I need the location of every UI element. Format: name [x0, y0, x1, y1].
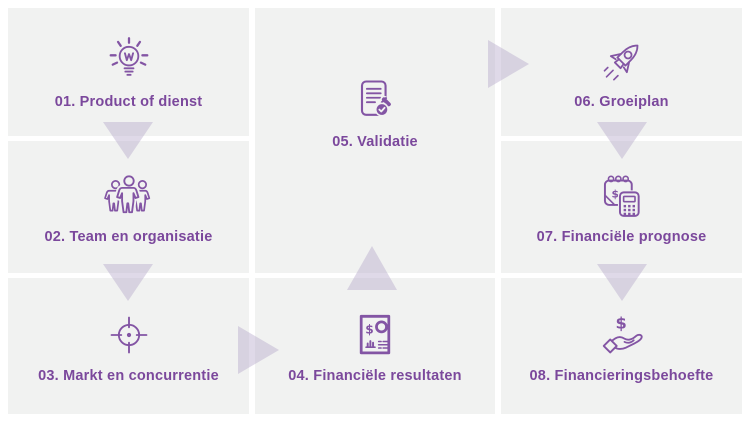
- step-cell-02-team-en-organisatie: 02. Team en organisatie: [8, 141, 249, 273]
- arrow-right-03-04-icon: [238, 326, 279, 374]
- step-cell-06-groeiplan: 06. Groeiplan: [501, 8, 742, 136]
- step-label-03: 03. Markt en concurrentie: [38, 367, 219, 384]
- hand-money-icon: $: [602, 313, 643, 353]
- rocket-icon: [603, 44, 638, 80]
- validation-document-icon: [360, 80, 393, 117]
- step-cell-07-financiele-prognose: $ 07. Financiële prognose: [501, 141, 742, 273]
- step-label-01: 01. Product of dienst: [54, 93, 203, 110]
- arrow-down-07-08-icon: [597, 264, 647, 301]
- step-label-08: 08. Financieringsbehoefte: [529, 367, 714, 384]
- step-label-07: 07. Financiële prognose: [536, 228, 707, 245]
- team-icon: [103, 172, 150, 215]
- calendar-calculator-icon: $: [603, 175, 641, 218]
- arrow-up-04-05-icon: [347, 246, 397, 290]
- target-icon: [110, 316, 147, 353]
- arrow-down-06-07-icon: [597, 122, 647, 159]
- lightbulb-icon: [109, 36, 148, 76]
- arrow-right-05-06-icon: [488, 40, 529, 88]
- svg-text:$: $: [365, 322, 373, 336]
- svg-text:$: $: [611, 188, 618, 200]
- step-label-04: 04. Financiële resultaten: [288, 367, 462, 384]
- step-cell-05-validatie: 05. Validatie: [255, 8, 495, 273]
- step-label-06: 06. Groeiplan: [574, 93, 669, 110]
- step-label-02: 02. Team en organisatie: [44, 228, 213, 245]
- step-label-05: 05. Validatie: [332, 134, 418, 150]
- financial-report-icon: $: [359, 314, 391, 354]
- step-cell-01-product-of-dienst: 01. Product of dienst: [8, 8, 249, 136]
- step-cell-08-financieringsbehoefte: $ 08. Financieringsbehoefte: [501, 278, 742, 414]
- arrow-down-01-02-icon: [103, 122, 153, 159]
- arrow-down-02-03-icon: [103, 264, 153, 301]
- step-cell-03-markt-en-concurrentie: 03. Markt en concurrentie: [8, 278, 249, 414]
- svg-text:$: $: [615, 313, 626, 332]
- step-cell-04-financiele-resultaten: $ 04. Financiële resultaten: [255, 278, 495, 414]
